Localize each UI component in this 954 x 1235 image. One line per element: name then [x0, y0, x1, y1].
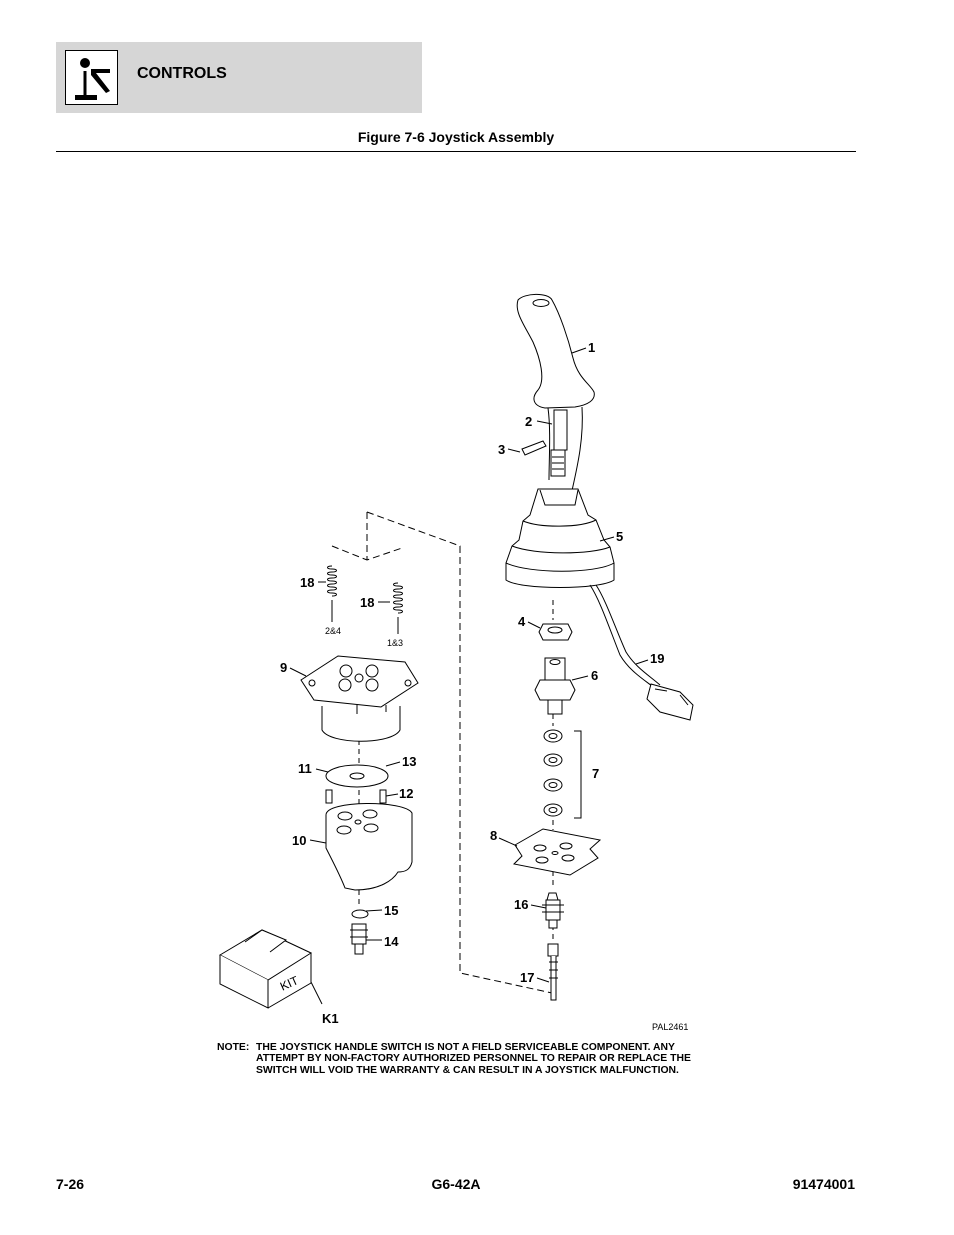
part-body	[325, 803, 413, 891]
callout-2: 2	[525, 414, 532, 429]
part-pin	[521, 440, 547, 456]
callout-10: 10	[292, 833, 306, 848]
joystick-controls-icon	[65, 50, 118, 105]
part-cam-plate	[512, 828, 602, 876]
callout-16: 16	[514, 897, 528, 912]
callout-3: 3	[498, 442, 505, 457]
leader-lines	[289, 347, 649, 1005]
part-cable-connector	[589, 584, 694, 721]
callout-17: 17	[520, 970, 534, 985]
part-boot	[505, 488, 615, 588]
callout-k1: K1	[322, 1011, 339, 1026]
section-header: CONTROLS	[56, 42, 422, 113]
part-adjuster	[534, 657, 576, 715]
manual-part-number: 91474001	[792, 1176, 855, 1192]
callout-7: 7	[592, 766, 599, 781]
callout-11: 11	[298, 761, 312, 776]
callout-14: 14	[384, 934, 399, 949]
center-axis-lines	[358, 600, 554, 940]
callout-1: 1	[588, 340, 595, 355]
callout-15: 15	[384, 903, 398, 918]
model-number: G6-42A	[431, 1176, 481, 1192]
callout-18-right: 18	[360, 595, 374, 610]
part-springs	[327, 565, 403, 634]
callout-12: 12	[399, 786, 413, 801]
part-valve	[350, 923, 368, 955]
callout-4: 4	[518, 614, 526, 629]
page-number: 7-26	[56, 1176, 85, 1192]
callout-13: 13	[402, 754, 416, 769]
part-handle	[516, 293, 595, 496]
spring-label-2-4: 2&4	[325, 626, 341, 636]
note-text: THE JOYSTICK HANDLE SWITCH IS NOT A FIEL…	[256, 1042, 691, 1076]
assembly-dashed-lines	[331, 511, 553, 994]
part-washers	[543, 729, 563, 817]
part-kit-box	[218, 929, 313, 1009]
callout-5: 5	[616, 529, 623, 544]
part-top-plate	[300, 655, 419, 742]
callout-6: 6	[591, 668, 598, 683]
part-oring	[351, 909, 369, 919]
washers-bracket	[574, 730, 582, 819]
callout-18-left: 18	[300, 575, 314, 590]
spring-label-1-3: 1&3	[387, 638, 403, 648]
part-gasket	[325, 764, 389, 788]
callout-19: 19	[650, 651, 664, 666]
part-switch	[550, 409, 568, 477]
part-stud	[547, 943, 559, 1001]
header-divider	[56, 151, 856, 152]
section-title: CONTROLS	[137, 65, 227, 82]
part-plunger	[542, 892, 564, 929]
callout-9: 9	[280, 660, 287, 675]
figure-title: Figure 7-6 Joystick Assembly	[357, 129, 555, 145]
drawing-id: PAL2461	[652, 1022, 688, 1032]
note-label: NOTE:	[217, 1042, 250, 1053]
part-nut	[538, 623, 573, 641]
part-pins	[325, 789, 387, 804]
callout-8: 8	[490, 828, 497, 843]
